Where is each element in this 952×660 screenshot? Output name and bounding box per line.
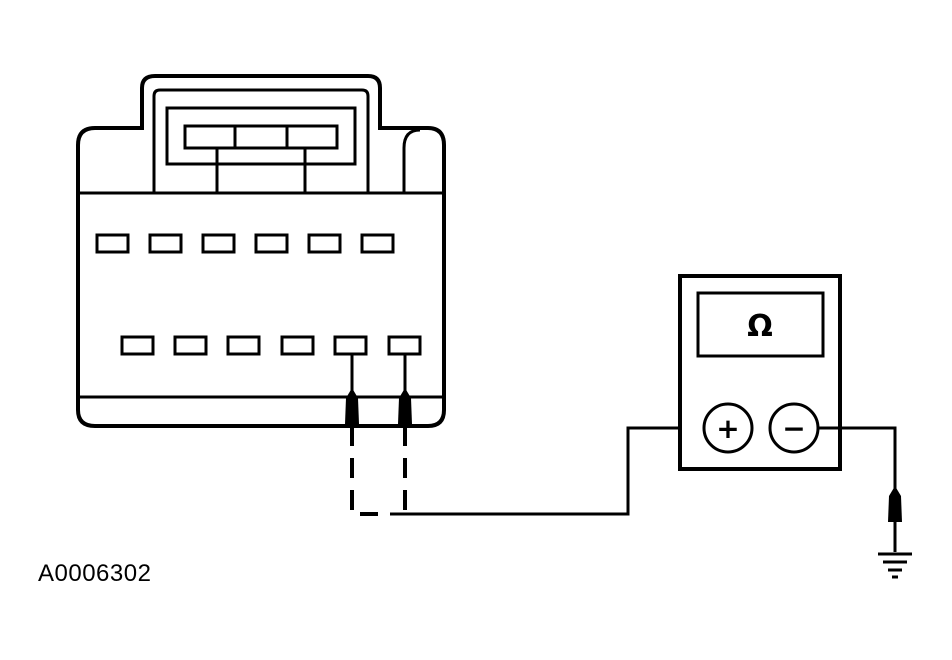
pin-cavity [307, 233, 342, 254]
connector-housing [76, 74, 446, 428]
multimeter: Ω + − [678, 274, 842, 471]
negative-terminal-label: − [782, 412, 805, 445]
pin-cavity [148, 233, 183, 254]
latch-segment [285, 124, 339, 150]
figure-reference-code: A0006302 [38, 560, 152, 587]
ohm-symbol: Ω [747, 309, 773, 344]
pin-cavity [280, 335, 315, 356]
pin-cavity [95, 233, 130, 254]
latch-segments [183, 124, 339, 150]
dashed-leads [350, 426, 412, 516]
connector-latch-stem [215, 148, 307, 193]
pin-cavity [360, 233, 395, 254]
positive-terminal-label: + [716, 412, 739, 445]
upper-pin-row [95, 233, 395, 254]
latch-segment [233, 124, 289, 150]
pin-cavity [201, 233, 236, 254]
pin-cavity [173, 335, 208, 356]
pin-cavity [226, 335, 261, 356]
test-lead-positive [390, 426, 706, 516]
positive-terminal[interactable] [702, 402, 754, 454]
connector-latch-outline [152, 88, 370, 193]
connector-latch-window [165, 106, 357, 166]
pin-cavity [254, 233, 289, 254]
test-lead-negative [818, 426, 897, 490]
meter-display [696, 291, 825, 358]
pin-cavity [333, 335, 368, 356]
pin-cavity [387, 335, 422, 356]
connector-side-rib [402, 128, 421, 193]
lower-pin-row [120, 335, 422, 356]
pin-cavity [120, 335, 155, 356]
probe-left [345, 354, 359, 424]
ground-icon [878, 552, 912, 579]
dashed-lead-right [403, 426, 412, 516]
probe-right [398, 354, 412, 424]
dashed-lead-left [350, 426, 378, 516]
connector [76, 74, 446, 428]
latch-segment [183, 124, 237, 150]
ground-probe [888, 486, 902, 552]
